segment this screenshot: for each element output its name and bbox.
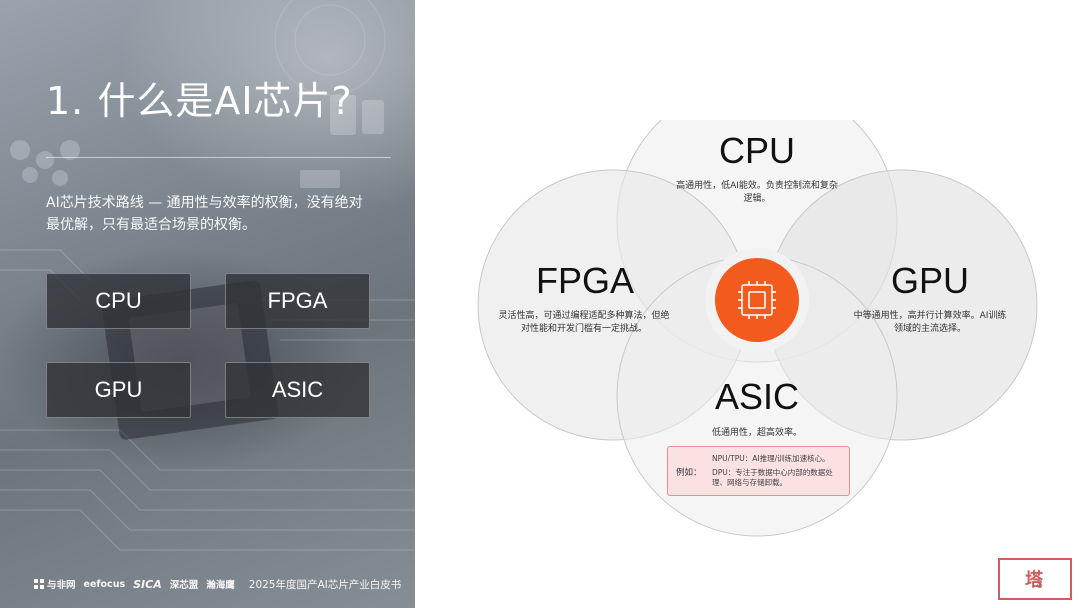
footer-logo-4: 深芯盟 (170, 577, 199, 591)
chip-icon (738, 281, 776, 319)
footer-tagline: 2025年度国产AI芯片产业白皮书 (248, 578, 402, 591)
example-line-dpu: DPU：专注于数据中心内部的数据处理、网络与存储卸载。 (712, 468, 833, 487)
watermark-seal: 塔 (998, 558, 1072, 600)
logo-text: 深芯盟 (169, 580, 199, 591)
left-panel: 1. 什么是AI芯片? AI芯片技术路线 — 通用性与效率的权衡，没有绝对最优解… (0, 0, 415, 608)
example-box: 例如： NPU/TPU：AI推理/训练加速核心。 DPU：专注于数据中心内部的数… (667, 446, 850, 496)
logo-text: 瀚海鹰 (206, 580, 235, 591)
gpu-button[interactable]: GPU (46, 362, 191, 418)
logo-text: eefocus (83, 578, 126, 590)
asic-description: 低通用性，超高效率。 (711, 428, 802, 438)
cpu-button[interactable]: CPU (46, 273, 191, 329)
logo-text: 与非网 (47, 580, 76, 591)
asic-button[interactable]: ASIC (225, 362, 370, 418)
cpu-label: CPU (718, 130, 795, 171)
title-divider (46, 157, 391, 158)
footer-logo-1: 与非网 (34, 577, 76, 591)
slide-title: 1. 什么是AI芯片? (46, 79, 353, 123)
fpga-button[interactable]: FPGA (225, 273, 370, 329)
gpu-description: 中等通用性，高并行计算效率。AI训练领域的主流选择。 (853, 311, 1007, 334)
footer-logo-3: SICA (133, 577, 162, 591)
example-label: 例如： (676, 468, 702, 478)
fpga-label: FPGA (535, 260, 634, 301)
gpu-label: GPU (890, 260, 969, 301)
center-badge (715, 258, 799, 342)
footer-logo-2: eefocus (84, 579, 126, 590)
fpga-description: 灵活性高，可通过编程适配多种算法，但绝对性能和开发门槛有一定挑战。 (498, 311, 670, 334)
footer-logo-5: 瀚海鹰 (206, 577, 235, 591)
example-line-npu: NPU/TPU：AI推理/训练加速核心。 (712, 454, 830, 463)
footer: 与非网 eefocus SICA 深芯盟 瀚海鹰 2025年度国产AI芯片产业白… (34, 576, 401, 592)
logo-mark-icon (34, 579, 44, 589)
venn-diagram: CPU 高通用性，低AI能效。负责控制流和复杂逻辑。 FPGA 灵活性高，可通过… (470, 120, 1050, 550)
cpu-description: 高通用性，低AI能效。负责控制流和复杂逻辑。 (676, 181, 838, 204)
intro-text: AI芯片技术路线 — 通用性与效率的权衡，没有绝对最优解，只有最适合场景的权衡。 (46, 195, 363, 233)
page-number: 8 (1036, 578, 1043, 591)
asic-label: ASIC (714, 376, 800, 417)
